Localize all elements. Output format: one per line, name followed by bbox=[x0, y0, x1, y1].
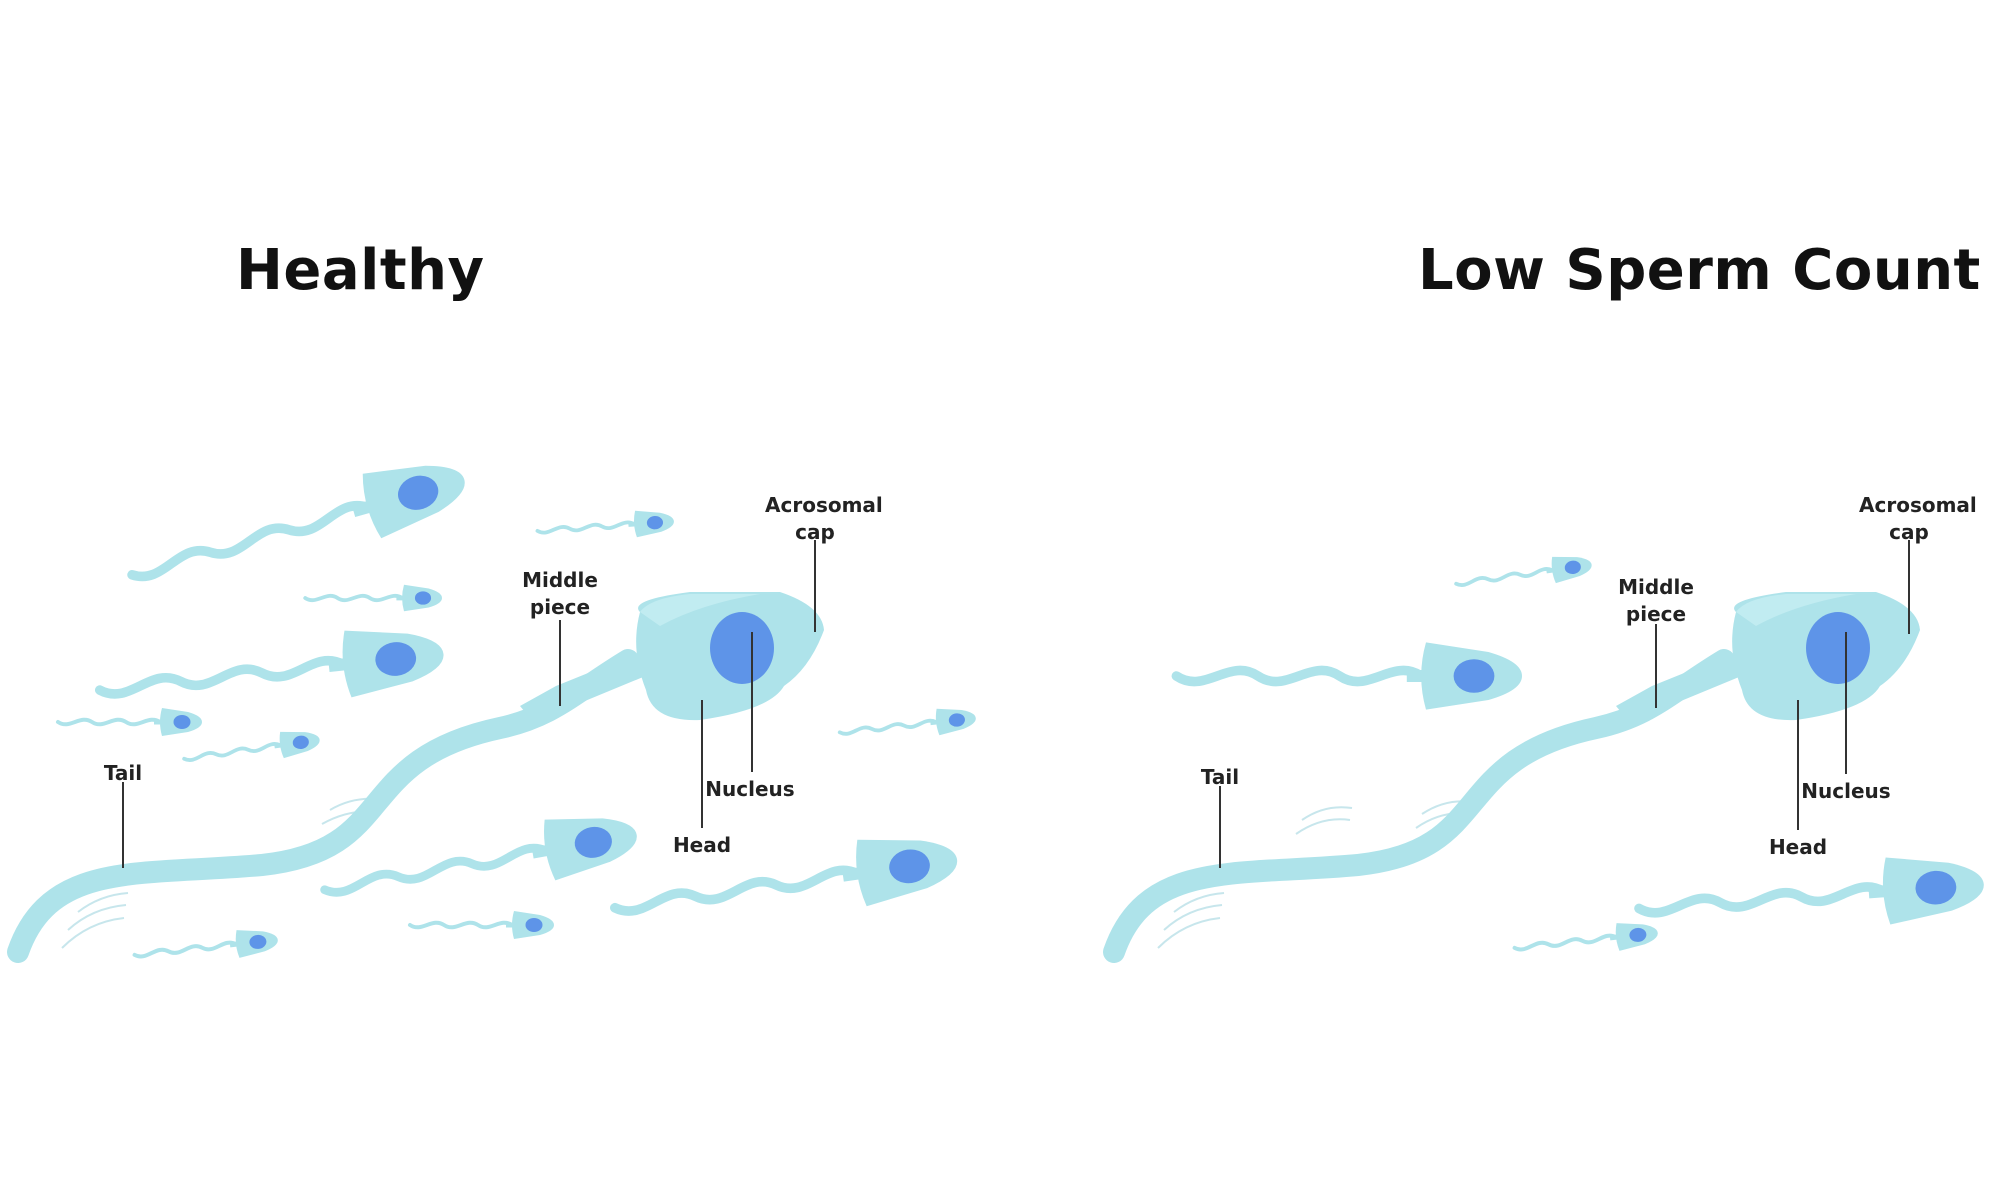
head-label: Head bbox=[672, 833, 732, 857]
small-sperm bbox=[1176, 642, 1522, 709]
acrosomal-cap-label: Acrosomal cap bbox=[765, 492, 883, 546]
small-sperm bbox=[534, 506, 677, 547]
acrosomal-cap-label: Acrosomal cap bbox=[1859, 492, 1977, 546]
nucleus bbox=[1806, 612, 1870, 684]
middle-piece bbox=[520, 648, 660, 718]
middle-piece-label-line2: piece bbox=[529, 595, 591, 619]
middle-piece-label-line2: piece bbox=[1625, 602, 1687, 626]
acrosomal-cap-label-line2: cap bbox=[1889, 520, 1929, 544]
middle-piece bbox=[1616, 648, 1756, 718]
small-sperm bbox=[408, 909, 556, 941]
small-sperm bbox=[96, 621, 447, 724]
low-sperm-count-title: Low Sperm Count bbox=[1418, 238, 1981, 303]
acrosomal-cap-label-line1: Acrosomal bbox=[1859, 493, 1977, 517]
small-sperm bbox=[123, 447, 474, 607]
leader-lines bbox=[122, 540, 816, 868]
tail-label: Tail bbox=[1200, 765, 1240, 789]
healthy-panel bbox=[7, 447, 980, 971]
nucleus-label: Nucleus bbox=[705, 777, 795, 801]
small-sperm bbox=[1452, 549, 1596, 599]
leader-lines bbox=[1219, 540, 1910, 868]
middle-piece-label: Middle piece bbox=[1606, 574, 1706, 628]
acrosomal-cap-label-line2: cap bbox=[795, 520, 835, 544]
acrosomal-cap-label-line1: Acrosomal bbox=[765, 493, 883, 517]
middle-piece-label: Middle piece bbox=[510, 567, 610, 621]
small-sperm bbox=[131, 923, 282, 971]
large-sperm bbox=[1103, 592, 1920, 963]
small-sperm bbox=[56, 706, 204, 738]
small-sperm bbox=[1511, 916, 1662, 964]
middle-piece-label-line1: Middle bbox=[522, 568, 598, 592]
nucleus bbox=[710, 612, 774, 684]
small-sperm bbox=[180, 724, 324, 774]
healthy-title: Healthy bbox=[236, 238, 485, 303]
middle-piece-label-line1: Middle bbox=[1618, 575, 1694, 599]
small-sperm bbox=[303, 582, 444, 614]
small-sperm bbox=[836, 702, 980, 748]
tail-label: Tail bbox=[103, 761, 143, 785]
head-label: Head bbox=[1768, 835, 1828, 859]
nucleus-label: Nucleus bbox=[1801, 779, 1891, 803]
small-sperm bbox=[1637, 851, 1986, 942]
low-count-panel bbox=[1103, 540, 1986, 964]
large-sperm bbox=[7, 592, 824, 963]
